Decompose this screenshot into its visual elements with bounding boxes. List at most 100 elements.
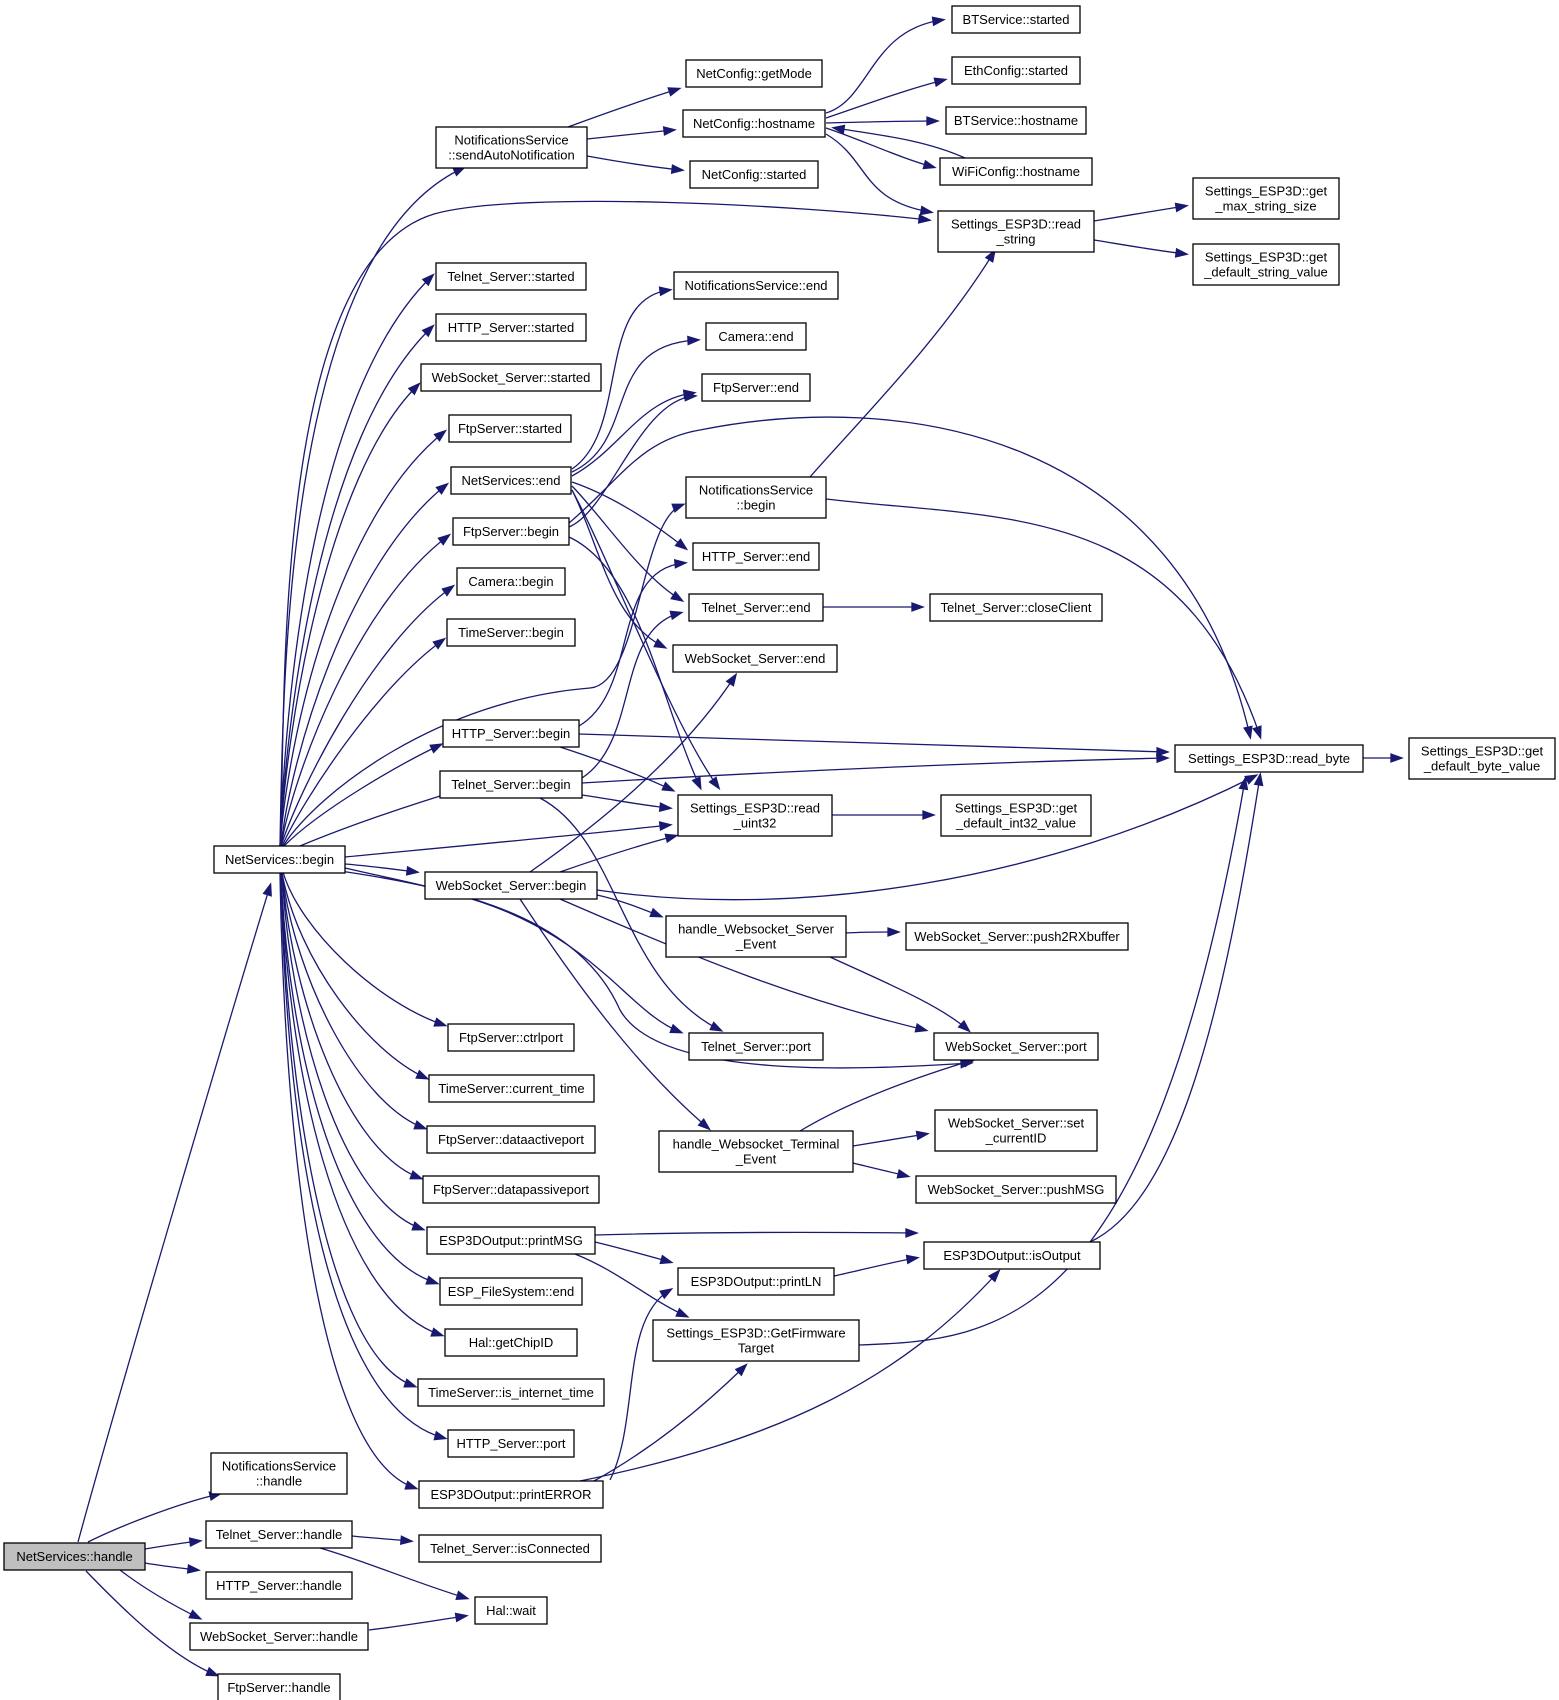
node-ws-port[interactable]: WebSocket_Server::port	[933, 1032, 1099, 1061]
node-http-handle[interactable]: HTTP_Server::handle	[205, 1571, 353, 1600]
node-hal-chipid[interactable]: Hal::getChipID	[444, 1328, 578, 1357]
node-handle[interactable]: NetServices::handle	[3, 1542, 146, 1571]
node-out-printerror[interactable]: ESP3DOutput::printERROR	[418, 1480, 604, 1509]
node-box	[945, 106, 1087, 135]
edge-line	[571, 339, 698, 473]
arrowhead	[421, 273, 435, 287]
node-http-begin[interactable]: HTTP_Server::begin	[442, 719, 580, 748]
node-time-isinternet[interactable]: TimeServer::is_internet_time	[417, 1378, 605, 1407]
node-box	[692, 542, 820, 571]
node-box	[189, 1622, 369, 1651]
node-ftp-begin[interactable]: FtpServer::begin	[452, 517, 570, 546]
node-nc-getmode[interactable]: NetConfig::getMode	[685, 59, 823, 88]
arrowhead	[188, 1537, 203, 1547]
edge-line	[571, 489, 665, 648]
node-label: _currentID	[985, 1131, 1047, 1146]
node-read-string[interactable]: Settings_ESP3D::read_string	[937, 210, 1095, 253]
node-label: Settings_ESP3D::read_byte	[1188, 751, 1350, 766]
edge-line	[799, 1059, 974, 1132]
node-box	[474, 1596, 548, 1625]
edge-line	[571, 481, 686, 549]
node-http-port[interactable]: HTTP_Server::port	[447, 1429, 575, 1458]
node-telnet-end[interactable]: Telnet_Server::end	[688, 593, 824, 622]
node-nc-started[interactable]: NetConfig::started	[689, 160, 819, 189]
node-ws-setcurrent[interactable]: WebSocket_Server::set_currentID	[934, 1109, 1098, 1152]
arrowhead	[186, 1564, 201, 1574]
edge-nsbegin-to-ns_end	[280, 482, 450, 847]
node-bt-started[interactable]: BTService::started	[951, 5, 1081, 34]
node-telnet-handle[interactable]: Telnet_Server::handle	[205, 1520, 353, 1549]
node-box	[665, 915, 847, 958]
node-time-current[interactable]: TimeServer::current_time	[428, 1074, 595, 1103]
node-hal-wait[interactable]: Hal::wait	[474, 1596, 548, 1625]
node-bt-hostname[interactable]: BTService::hostname	[945, 106, 1087, 135]
node-handle-wsterm[interactable]: handle_Websocket_Terminal_Event	[658, 1130, 854, 1173]
node-box	[658, 1130, 854, 1173]
arrowhead	[403, 1378, 418, 1388]
node-notif-begin[interactable]: NotificationsService::begin	[685, 476, 827, 519]
node-telnet-port[interactable]: Telnet_Server::port	[688, 1032, 824, 1061]
edge-out_printerror-to-get_fw_target	[593, 1363, 748, 1482]
edge-line	[539, 797, 721, 1031]
node-ns-end[interactable]: NetServices::end	[450, 466, 572, 495]
node-read-uint32[interactable]: Settings_ESP3D::read_uint32	[677, 794, 833, 837]
node-box	[934, 1109, 1098, 1152]
node-out-isoutput[interactable]: ESP3DOutput::isOutput	[923, 1241, 1101, 1270]
node-get-def-int32[interactable]: Settings_ESP3D::get_default_int32_value	[940, 794, 1092, 837]
node-telnet-isconn[interactable]: Telnet_Server::isConnected	[418, 1534, 602, 1563]
node-fs-end[interactable]: ESP_FileSystem::end	[439, 1277, 583, 1306]
edge-line	[280, 872, 437, 1284]
node-http-end[interactable]: HTTP_Server::end	[692, 542, 820, 571]
node-label: FtpServer::handle	[227, 1680, 330, 1695]
arrowhead	[409, 1170, 424, 1180]
node-ws-end[interactable]: WebSocket_Server::end	[672, 644, 838, 673]
edge-line	[119, 1569, 200, 1619]
node-wifi-hostname[interactable]: WiFiConfig::hostname	[939, 157, 1093, 186]
node-notif-end[interactable]: NotificationsService::end	[673, 271, 839, 300]
node-read-byte[interactable]: Settings_ESP3D::read_byte	[1174, 744, 1364, 773]
node-notif-sendauto[interactable]: NotificationsService::sendAutoNotificati…	[435, 126, 588, 169]
node-box	[1408, 737, 1556, 780]
node-camera-end[interactable]: Camera::end	[705, 322, 807, 351]
edge-line	[280, 586, 453, 847]
node-ws-pushmsg[interactable]: WebSocket_Server::pushMSG	[915, 1175, 1117, 1204]
node-telnet-started[interactable]: Telnet_Server::started	[435, 262, 587, 291]
edge-line	[581, 612, 681, 779]
node-time-begin[interactable]: TimeServer::begin	[446, 618, 576, 647]
node-get-def-str[interactable]: Settings_ESP3D::get_default_string_value	[1192, 243, 1340, 286]
node-ws-handle[interactable]: WebSocket_Server::handle	[189, 1622, 369, 1651]
edge-nsbegin-to-ftp_datapassive	[281, 872, 424, 1180]
node-label: _default_byte_value	[1423, 759, 1540, 774]
node-ftp-started[interactable]: FtpServer::started	[448, 414, 572, 443]
node-telnet-begin[interactable]: Telnet_Server::begin	[439, 770, 583, 799]
edge-line	[571, 289, 670, 470]
node-out-println[interactable]: ESP3DOutput::printLN	[677, 1267, 835, 1296]
node-notif-handle[interactable]: NotificationsService::handle	[210, 1452, 348, 1495]
node-ftp-dataactive[interactable]: FtpServer::dataactiveport	[426, 1125, 596, 1154]
node-nsbegin[interactable]: NetServices::begin	[213, 845, 346, 874]
node-ws-begin[interactable]: WebSocket_Server::begin	[424, 871, 598, 900]
node-ws-started[interactable]: WebSocket_Server::started	[420, 363, 602, 392]
node-get-def-byte[interactable]: Settings_ESP3D::get_default_byte_value	[1408, 737, 1556, 780]
node-ftp-end[interactable]: FtpServer::end	[701, 373, 811, 402]
node-camera-begin[interactable]: Camera::begin	[456, 567, 566, 596]
node-box	[420, 363, 602, 392]
node-nc-hostname[interactable]: NetConfig::hostname	[682, 109, 826, 138]
node-label: Telnet_Server::closeClient	[940, 600, 1091, 615]
node-ws-push2rx[interactable]: WebSocket_Server::push2RXbuffer	[905, 922, 1129, 951]
arrowhead	[671, 503, 686, 513]
node-eth-started[interactable]: EthConfig::started	[951, 56, 1081, 85]
node-out-printmsg[interactable]: ESP3DOutput::printMSG	[426, 1226, 596, 1255]
node-ftp-handle[interactable]: FtpServer::handle	[217, 1673, 341, 1700]
node-ftp-datapassive[interactable]: FtpServer::datapassiveport	[422, 1175, 600, 1204]
node-handle-wsevent[interactable]: handle_Websocket_Server_Event	[665, 915, 847, 958]
node-telnet-closeclient[interactable]: Telnet_Server::closeClient	[929, 593, 1103, 622]
node-ftp-ctrlport[interactable]: FtpServer::ctrlport	[447, 1023, 575, 1052]
node-get-max-str[interactable]: Settings_ESP3D::get_max_string_size	[1192, 177, 1340, 220]
edge-line	[280, 484, 447, 847]
node-http-started[interactable]: HTTP_Server::started	[435, 313, 587, 342]
edge-line	[571, 489, 719, 788]
edge-line	[578, 562, 685, 727]
edge-ns_end-to-ws_end	[571, 489, 668, 649]
